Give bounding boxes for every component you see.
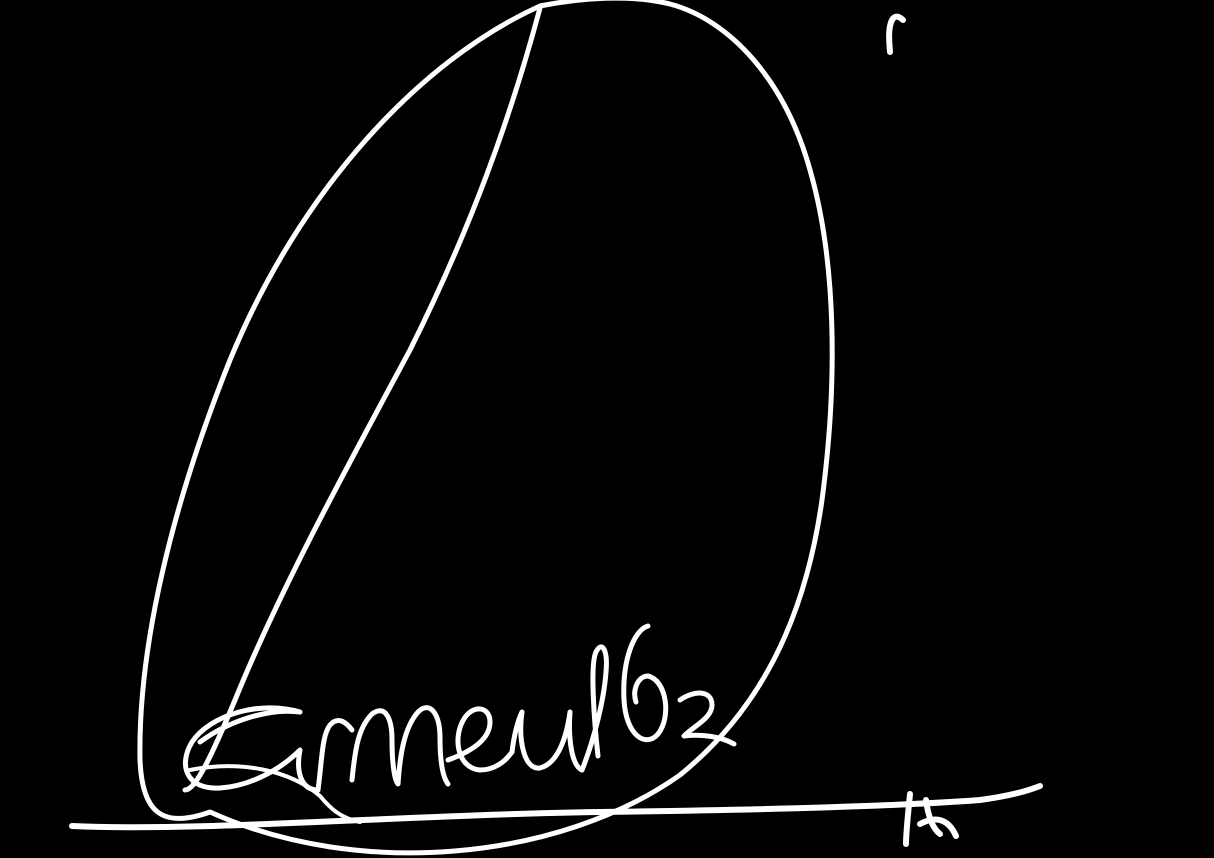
- signature-word-letter-r: [315, 718, 355, 793]
- signature-top-mark: [886, 13, 906, 55]
- signature-oval-loop: [137, 0, 835, 856]
- signature-underline: [69, 783, 1043, 831]
- signature-swash: [188, 764, 362, 824]
- signature-diagonal-stroke: [182, 5, 543, 793]
- signature-word-letter-a: [182, 705, 321, 793]
- signature-word-letter-l: [579, 644, 609, 773]
- signature-word-letter-u: [509, 709, 585, 773]
- signature-word-letter-s: [677, 690, 737, 747]
- signature-word-letter-e: [445, 706, 515, 773]
- signature-bottom-mark: [903, 791, 959, 847]
- signature-word-letter-o: [621, 623, 669, 743]
- signature-word-letter-m: [349, 705, 451, 787]
